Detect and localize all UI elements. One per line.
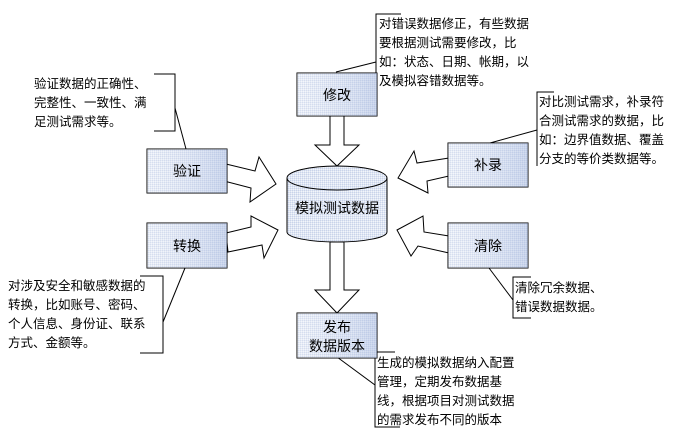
node-publish-label-line2: 数据版本 [309, 339, 365, 355]
note-clean-line: 清除冗余数据、 [515, 280, 603, 295]
node-convert[interactable]: 转换 [146, 222, 228, 269]
arrow-clean-to-center [396, 215, 450, 257]
node-modify[interactable]: 修改 [296, 72, 378, 117]
note-modify-line: 要根据测试需要修改，比 [379, 35, 517, 50]
arrow-modify-to-center [313, 115, 361, 167]
callout-leader-publish [336, 356, 376, 386]
note-publish: 生成的模拟数据纳入配置 管理，定期发布数据基 线，根据项目对测试数据 的需求发布… [377, 353, 515, 429]
arrow-center-to-publish [313, 241, 361, 314]
callout-bracket-convert [140, 275, 164, 354]
callout-leader-supplement [489, 129, 538, 144]
database-cylinder-icon [286, 178, 388, 243]
note-supplement-line: 如：边界值数据、覆盖 [539, 132, 665, 147]
note-publish-line: 线，根据项目对测试数据 [377, 393, 515, 408]
note-convert-line: 个人信息、身份证、联系 [8, 316, 146, 331]
node-supplement-label: 补录 [474, 158, 502, 174]
node-verify[interactable]: 验证 [146, 148, 228, 194]
node-clean[interactable]: 清除 [447, 222, 529, 269]
arrow-verify-to-center [223, 155, 277, 204]
callout-leader-convert [162, 267, 186, 323]
note-publish-line: 生成的模拟数据纳入配置 [377, 355, 515, 370]
callout-bracket-modify [375, 13, 401, 62]
node-center-database[interactable]: 模拟测试数据 [286, 165, 388, 243]
note-verify-line: 足测试需求等。 [34, 114, 122, 129]
node-modify-label: 修改 [323, 88, 351, 104]
note-convert-line: 方式、金额等。 [8, 335, 96, 350]
note-convert-line: 转换，比如账号、密码、 [8, 297, 146, 312]
arrow-convert-to-center [225, 215, 279, 260]
note-supplement-line: 对比测试需求，补录符 [539, 94, 665, 109]
callout-bracket-supplement [536, 91, 554, 166]
node-publish-label-line1: 发布 [323, 320, 351, 336]
node-clean-label: 清除 [474, 239, 502, 255]
note-modify-line: 对错误数据修正，有些数据 [379, 16, 530, 31]
note-modify: 对错误数据修正，有些数据 要根据测试需要修改，比 如：状态、日期、帐期，以 及模… [379, 14, 529, 90]
callout-leader-clean [488, 267, 514, 301]
node-verify-label: 验证 [173, 164, 201, 180]
note-verify-line: 验证数据的正确性、 [34, 76, 147, 91]
note-convert-line: 对涉及安全和敏感数据的 [8, 278, 146, 293]
note-supplement-line: 合测试需求的数据，比 [539, 113, 665, 128]
nodes: 修改 验证 补录 转换 清除 发布 数据版本 [146, 72, 529, 359]
callout-bracket-clean [512, 276, 531, 319]
note-convert: 对涉及安全和敏感数据的 转换，比如账号、密码、 个人信息、身份证、联系 方式、金… [8, 276, 146, 352]
note-publish-line: 管理，定期发布数据基 [377, 374, 503, 389]
callout-bracket-verify [154, 73, 176, 132]
note-verify: 验证数据的正确性、 完整性、一致性、满 足测试需求等。 [34, 74, 147, 131]
node-center-label: 模拟测试数据 [295, 201, 379, 217]
note-clean: 清除冗余数据、 错误数据数据。 [515, 278, 603, 316]
note-modify-line: 如：状态、日期、帐期，以 [379, 54, 530, 69]
node-convert-label: 转换 [173, 238, 201, 255]
note-modify-line: 及模拟容错数据等。 [379, 73, 492, 88]
callout-bracket-publish [374, 351, 400, 428]
callout-lines [140, 13, 554, 428]
node-publish[interactable]: 发布 数据版本 [296, 312, 378, 359]
callout-leader-modify [335, 61, 377, 73]
arrows [223, 115, 450, 314]
note-clean-line: 错误数据数据。 [515, 299, 603, 314]
arrow-supplement-to-center [397, 149, 450, 194]
note-publish-line: 的需求发布不同的版本 [377, 412, 503, 427]
node-supplement[interactable]: 补录 [447, 142, 529, 188]
note-supplement-line: 分支的等价类数据等。 [539, 151, 665, 166]
note-verify-line: 完整性、一致性、满 [34, 95, 147, 110]
note-supplement: 对比测试需求，补录符 合测试需求的数据，比 如：边界值数据、覆盖 分支的等价类数… [539, 92, 664, 168]
callout-leader-verify [174, 107, 187, 150]
